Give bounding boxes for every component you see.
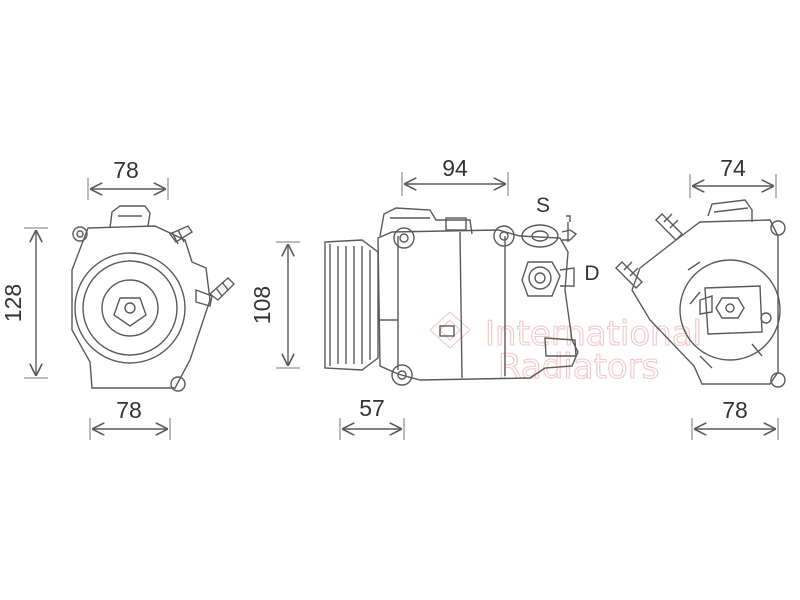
- watermark-logo-icon: [429, 311, 471, 349]
- rear-dim-bottom: 78: [691, 397, 779, 440]
- front-width-bottom-label: 78: [116, 397, 142, 423]
- rear-width-top-label: 74: [720, 155, 746, 181]
- front-view: 78 128 78: [0, 157, 235, 440]
- front-height-label: 128: [0, 284, 26, 322]
- side-dim-top: 94: [401, 155, 509, 196]
- rear-dim-top: 74: [689, 155, 777, 198]
- suction-port-label: S: [536, 194, 550, 217]
- side-height-label: 108: [249, 286, 275, 324]
- front-dim-top: 78: [87, 157, 169, 200]
- side-width-bottom-label: 57: [359, 395, 385, 421]
- front-view-body: [71, 205, 235, 392]
- rear-view: 74 78: [615, 155, 786, 440]
- watermark: International Radiators: [429, 311, 703, 388]
- front-dim-bottom: 78: [89, 397, 171, 440]
- side-width-top-label: 94: [442, 155, 468, 181]
- front-width-top-label: 78: [113, 157, 139, 183]
- watermark-line2: Radiators: [498, 347, 659, 387]
- rear-width-bottom-label: 78: [722, 397, 748, 423]
- discharge-port-label: D: [584, 262, 599, 285]
- rear-view-body: [615, 199, 786, 388]
- side-dim-height: 108: [249, 241, 300, 369]
- side-dim-bottom: 57: [339, 395, 405, 440]
- front-dim-height: 128: [0, 227, 48, 379]
- watermark-line1: International: [485, 314, 702, 354]
- side-view-body: [324, 207, 579, 386]
- side-view: 94 108 57 S D: [249, 155, 600, 440]
